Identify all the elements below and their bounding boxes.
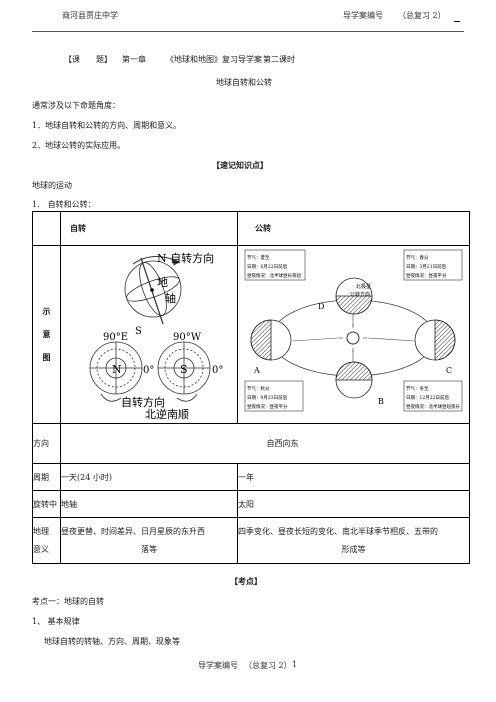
box-tl-line: 昼夜情况：北半球昼长夜短 (247, 272, 301, 279)
row-period-rotation: 一天(24 小时) (60, 463, 238, 491)
topic-item: 1. 自转和公转： (32, 200, 96, 209)
row-label-char: 示 (42, 306, 51, 316)
box-tl-line: 节气：夏至 (247, 254, 270, 261)
section-points: 【考点】 (230, 576, 262, 586)
row-period-revolution: 一年 (237, 463, 470, 491)
rot-bottom-label-1: 自转方向 (121, 395, 165, 409)
revolution-diagram: 北极星 公转方向 A B C D 节气：夏至 日期：6月22日前后 昼夜情况：北… (244, 249, 463, 412)
box-bl-line: 节气：秋分 (247, 385, 270, 392)
row-label-char: 意 (42, 329, 51, 339)
row-label-char: 图 (42, 352, 51, 362)
point-1: 考点一：地球的自转 (32, 597, 104, 606)
rev-letter-d: D (318, 302, 324, 311)
rot-axis-label-1: 地 (157, 276, 168, 289)
motion-table: 自转 公转 示 意 图 N 自转方向 地 轴 (32, 211, 470, 564)
header-underline (454, 21, 460, 22)
rev-orbit-label-1: 北极星 (356, 283, 371, 290)
revolution-diagram-cell: 北极星 公转方向 A B C D 节气：夏至 日期：6月22日前后 昼夜情况：北… (237, 245, 470, 424)
rot-right-long: 90°W (173, 332, 202, 343)
lesson-label: 【课 题】 (64, 55, 112, 64)
box-tr-line: 昼夜情况：昼夜平分 (406, 272, 447, 279)
rotation-diagram-cell: N 自转方向 地 轴 S (60, 245, 238, 424)
rot-zero-right: 0° (212, 365, 223, 376)
table-corner (32, 211, 61, 246)
row-period-label: 周期 (32, 463, 61, 491)
box-br-line: 日期：12月22日前后 (406, 394, 449, 401)
row-meaning-revolution: 四季变化、昼夜长短的变化、南北半球季节相反、五带的 形成等 (237, 517, 470, 564)
angle-1: 1．地球自转和公转的方向、周期和意义。 (32, 121, 182, 130)
box-tr-line: 节气：春分 (406, 254, 429, 261)
row-meaning-revolution-line: 四季变化、昼夜长短的变化、南北半球季节相反、五带的 (238, 526, 438, 536)
rot-bottom-label-2: 北逆南顺 (145, 407, 189, 421)
row-direction-label: 方向 (32, 423, 61, 464)
point-1-text: 地球自转的转轴、方向、周期、现象等 (44, 637, 180, 646)
box-tr-line: 日期：3月21日前后 (406, 263, 447, 270)
footer-page-number: 1 (292, 660, 298, 669)
box-bl-line: 昼夜情况：昼夜平分 (247, 403, 288, 410)
rot-left-pole: N (112, 363, 122, 376)
lesson-session: 第二课时 (263, 55, 295, 64)
row-meaning-revolution-line: 形成等 (341, 544, 366, 554)
box-br-line: 节气：冬至 (406, 385, 429, 392)
rotation-diagram: N 自转方向 地 轴 S (89, 251, 223, 421)
header-code-label: 导学案编号 (343, 11, 383, 20)
rev-letter-b: B (378, 397, 384, 406)
rot-zero-left: 0° (143, 365, 154, 376)
header-code-value: （总复习 2） (398, 11, 446, 20)
rev-letter-a: A (253, 366, 260, 375)
row-meaning-rotation-line: 落等 (141, 544, 157, 554)
diagram-row-label: 示 意 图 (32, 245, 61, 424)
header-school: 商河县贾庄中学 (62, 11, 118, 20)
angle-2: 2．地球公转的实际应用。 (32, 141, 126, 150)
lesson-title: 《地球和地图》复习导学案 (166, 55, 262, 64)
point-1-item: 1、 基本规律 (32, 617, 80, 626)
subtitle: 地球自转和公转 (216, 78, 272, 87)
row-meaning-rotation-line: 昼夜更替、时间差异、日月星辰的东升西 (61, 526, 205, 536)
row-meaning-label-line: 地理 (33, 526, 49, 536)
row-direction-value: 自西向东 (60, 423, 470, 464)
header-rule (32, 31, 464, 32)
box-bl-line: 日期：9月23日前后 (247, 394, 288, 401)
row-meaning-label-line: 意义 (33, 544, 49, 554)
row-center-revolution: 太阳 (237, 490, 470, 518)
rot-top-label: N 自转方向 (157, 251, 214, 265)
rot-right-pole: S (180, 363, 188, 376)
rot-left-long: 90°E (103, 332, 128, 343)
row-center-label: 旋转中 (32, 490, 61, 518)
footer-code-label: 导学案编号 (198, 661, 238, 670)
intro: 通常涉及以下命题角度： (32, 101, 120, 110)
row-meaning-rotation: 昼夜更替、时间差异、日月星辰的东升西 落等 (60, 517, 238, 564)
rev-letter-c: C (446, 366, 452, 375)
section-knowledge: 【速记知识点】 (212, 160, 268, 170)
box-br-line: 昼夜情况：北半球昼短夜长 (406, 403, 460, 410)
row-meaning-label: 地理 意义 (32, 517, 61, 564)
row-center-rotation: 地轴 (60, 490, 238, 518)
lesson-chapter: 第一章 (122, 55, 146, 64)
rev-orbit-label-2: 公转方向 (350, 291, 370, 298)
topic: 地球的运动 (32, 181, 72, 190)
box-tl-line: 日期：6月22日前后 (247, 263, 288, 270)
col-revolution: 公转 (237, 211, 470, 246)
rot-axis-label-2: 轴 (165, 291, 176, 305)
col-rotation: 自转 (60, 211, 238, 246)
rot-south: S (135, 326, 142, 337)
footer-code-value: （总复习 2） (244, 661, 292, 670)
